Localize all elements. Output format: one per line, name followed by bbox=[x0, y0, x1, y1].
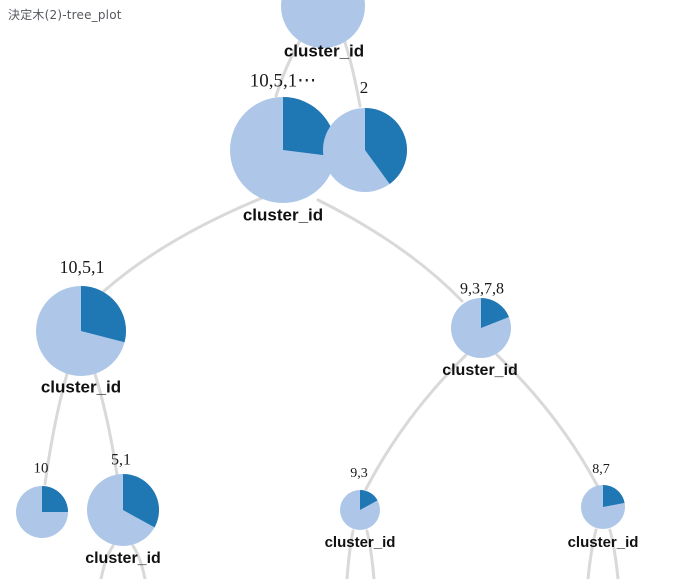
tree-edges-layer bbox=[43, 20, 620, 579]
pie-slice-minority[interactable] bbox=[365, 108, 408, 184]
pie-slice-minority[interactable] bbox=[283, 97, 336, 157]
tree-edge bbox=[93, 372, 119, 477]
pie-slice-majority[interactable] bbox=[281, 0, 365, 48]
node-split-label: 10,5,1 bbox=[60, 257, 105, 277]
pie-slice-minority[interactable] bbox=[360, 490, 378, 510]
tree-node[interactable] bbox=[581, 485, 625, 529]
node-split-label: 9,3 bbox=[350, 466, 368, 481]
tree-node[interactable] bbox=[36, 286, 127, 376]
tree-node[interactable] bbox=[340, 490, 380, 530]
node-name-label: cluster_id bbox=[442, 362, 518, 379]
tree-edge bbox=[102, 196, 264, 293]
page-title: 決定木(2)-tree_plot bbox=[8, 8, 122, 22]
tree-labels-layer: cluster_id 10,5,1⋯ cluster_id 2 10,5,1 cluste… bbox=[34, 41, 639, 567]
node-split-label: 8,7 bbox=[592, 462, 610, 477]
tree-node[interactable] bbox=[230, 97, 336, 203]
tree-node[interactable] bbox=[451, 298, 511, 358]
tree-node[interactable] bbox=[281, 0, 365, 48]
tree-edge bbox=[608, 528, 620, 579]
node-split-label: 5,1 bbox=[111, 452, 131, 469]
tree-edge bbox=[316, 198, 464, 303]
tree-edge bbox=[365, 529, 376, 579]
node-name-label: cluster_id bbox=[284, 41, 364, 60]
pie-slice-minority[interactable] bbox=[481, 298, 509, 328]
node-name-label: cluster_id bbox=[41, 377, 121, 396]
node-split-label: 9,3,7,8 bbox=[460, 281, 504, 298]
node-name-label: cluster_id bbox=[85, 550, 161, 567]
node-split-label: 10 bbox=[34, 460, 49, 476]
tree-node[interactable] bbox=[87, 474, 159, 546]
tree-edge bbox=[131, 544, 147, 579]
tree-edge bbox=[99, 544, 115, 579]
node-name-label: cluster_id bbox=[568, 534, 639, 551]
node-name-label: cluster_id bbox=[325, 534, 396, 551]
tree-edge bbox=[345, 529, 355, 579]
tree-edge bbox=[495, 353, 600, 489]
pie-slice-minority[interactable] bbox=[603, 485, 625, 507]
pie-slice-minority[interactable] bbox=[81, 286, 127, 343]
tree-edge bbox=[43, 372, 69, 486]
node-name-label: cluster_id bbox=[243, 205, 323, 224]
tree-node[interactable] bbox=[16, 486, 68, 538]
tree-nodes-layer bbox=[16, 0, 625, 546]
tree-edge bbox=[586, 528, 598, 579]
pie-slice-minority[interactable] bbox=[42, 486, 68, 512]
pie-slice-minority[interactable] bbox=[123, 474, 159, 528]
tree-edge bbox=[364, 353, 468, 491]
tree-node[interactable] bbox=[323, 108, 408, 192]
node-split-label: 10,5,1⋯ bbox=[250, 70, 317, 91]
node-split-label: 2 bbox=[360, 78, 369, 97]
